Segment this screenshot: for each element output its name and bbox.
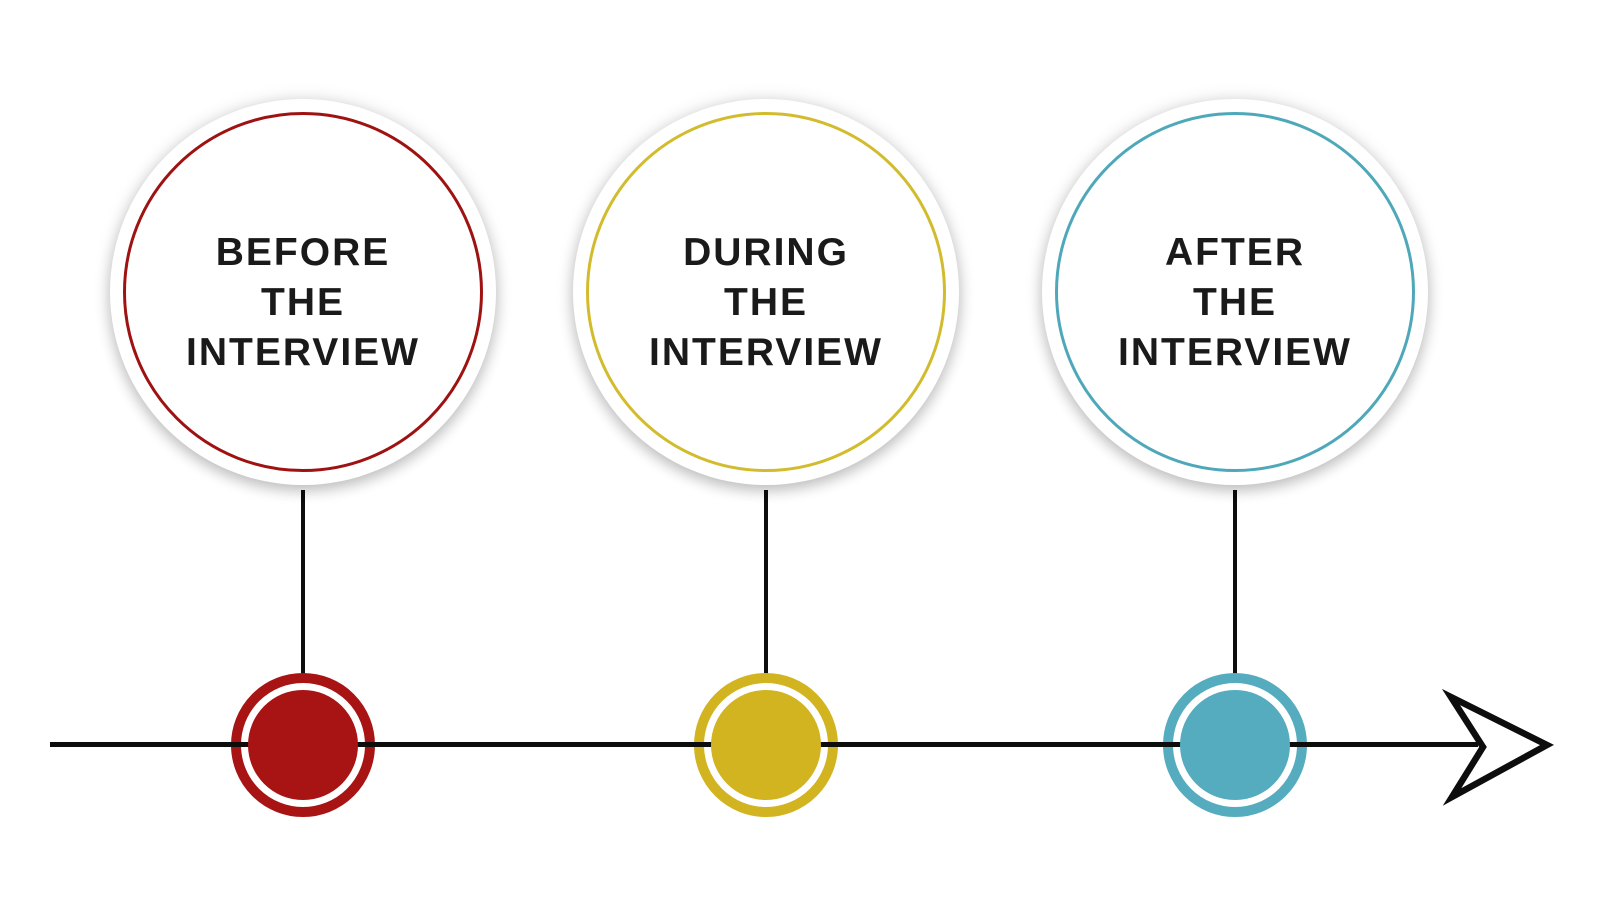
timeline-dot-during — [694, 673, 838, 817]
connector-line — [1233, 490, 1237, 676]
step-label-line: BEFORE — [215, 231, 391, 274]
step-circle-ring — [123, 112, 483, 472]
step-label-line: INTERVIEW — [649, 331, 883, 374]
timeline-dot-after — [1163, 673, 1307, 817]
step-label-line: THE — [261, 281, 345, 324]
step-label-line: THE — [1193, 281, 1277, 324]
connector-line — [764, 490, 768, 676]
step-label: BEFORE THE INTERVIEW — [110, 99, 496, 485]
step-label: DURING THE INTERVIEW — [573, 99, 959, 485]
step-circle: AFTER THE INTERVIEW — [1042, 99, 1428, 485]
step-label-line: AFTER — [1165, 231, 1305, 274]
step-label: AFTER THE INTERVIEW — [1042, 99, 1428, 485]
timeline-dot-core — [711, 690, 821, 800]
step-label-line: DURING — [683, 231, 849, 274]
step-circle: BEFORE THE INTERVIEW — [110, 99, 496, 485]
arrow-right-icon — [1441, 688, 1555, 806]
step-label-line: INTERVIEW — [1118, 331, 1352, 374]
timeline-dot-before — [231, 673, 375, 817]
step-circle: DURING THE INTERVIEW — [573, 99, 959, 485]
step-label-line: THE — [724, 281, 808, 324]
step-circle-ring — [586, 112, 946, 472]
connector-line — [301, 490, 305, 676]
timeline-dot-core — [248, 690, 358, 800]
timeline-dot-core — [1180, 690, 1290, 800]
step-circle-ring — [1055, 112, 1415, 472]
step-label-line: INTERVIEW — [186, 331, 420, 374]
